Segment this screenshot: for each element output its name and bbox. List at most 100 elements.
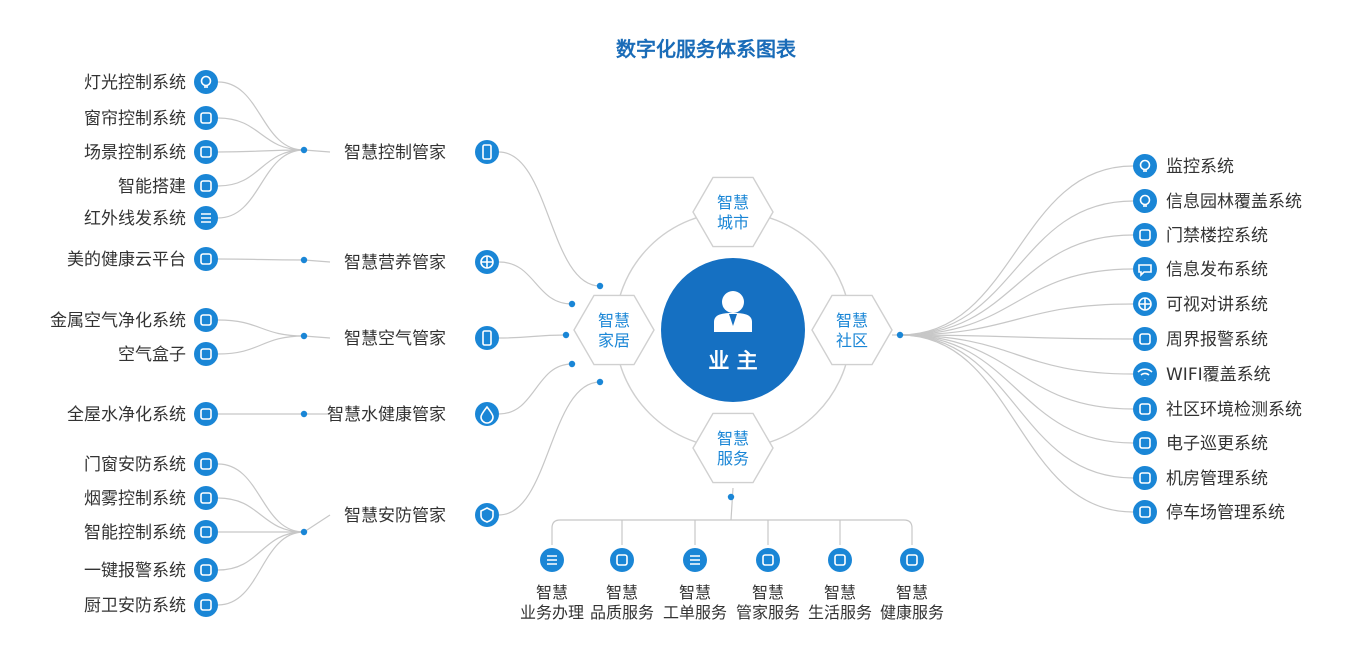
manager-2-label: 智慧空气管家: [344, 329, 446, 349]
manager-4-dot: [596, 378, 604, 386]
left-group-2-dot: [300, 332, 308, 340]
manager-3-dot: [568, 360, 576, 368]
left-system-9-label: 门窗安防系统: [84, 455, 186, 475]
manager-1-label: 智慧营养管家: [344, 253, 446, 273]
service-2-line1: 智慧: [679, 583, 711, 602]
water-drop-icon: [475, 402, 499, 426]
left-system-12-label: 一键报警系统: [84, 561, 186, 581]
left-system-6-label: 金属空气净化系统: [50, 311, 186, 331]
cloud-icon: [194, 174, 218, 198]
document-icon: [540, 548, 564, 572]
globe-icon: [1133, 292, 1157, 316]
location-icon: [1133, 189, 1157, 213]
right-system-4-label: 可视对讲系统: [1166, 295, 1268, 315]
left-system-1-label: 窗帘控制系统: [84, 109, 186, 129]
left-system-4-label: 红外线发系统: [84, 209, 186, 229]
air-purifier-icon: [194, 308, 218, 332]
hub-home-line1: 智慧: [598, 311, 630, 330]
right-system-8-label: 电子巡更系统: [1166, 434, 1268, 454]
hexagon-cluster-icon: [475, 250, 499, 274]
left-group-0-dot: [300, 146, 308, 154]
right-system-5-label: 周界报警系统: [1166, 330, 1268, 350]
left-system-8-label: 全屋水净化系统: [67, 405, 186, 425]
phone-icon: [475, 140, 499, 164]
service-2-line2: 工单服务: [663, 603, 727, 622]
right-system-1-label: 信息园林覆盖系统: [1166, 192, 1302, 212]
hub-service-hexagon: [692, 412, 774, 484]
service-4-line1: 智慧: [824, 583, 856, 602]
manager-3-label: 智慧水健康管家: [327, 405, 446, 425]
right-system-9-label: 机房管理系统: [1166, 469, 1268, 489]
manager-1-dot: [568, 300, 576, 308]
right-system-3-label: 信息发布系统: [1166, 260, 1268, 280]
right-system-0-label: 监控系统: [1166, 157, 1234, 177]
service-3-line1: 智慧: [752, 583, 784, 602]
service-junction-dot: [727, 493, 735, 501]
hub-community-line1: 智慧: [836, 311, 868, 330]
left-group-1-dot: [300, 256, 308, 264]
person-icon: [756, 548, 780, 572]
right-junction-dot: [896, 331, 904, 339]
heartbeat-icon: [900, 548, 924, 572]
hub-city-hexagon: [692, 176, 774, 248]
left-system-10-label: 烟雾控制系统: [84, 489, 186, 509]
chat-icon: [1133, 257, 1157, 281]
chip-icon: [1133, 431, 1157, 455]
parking-icon: [1133, 500, 1157, 524]
hub-service-line2: 服务: [717, 449, 749, 468]
hub-city-line2: 城市: [717, 213, 749, 232]
left-system-11-label: 智能控制系统: [84, 523, 186, 543]
diamond-icon: [610, 548, 634, 572]
right-system-6-label: WIFI覆盖系统: [1166, 365, 1271, 385]
hub-home-line2: 家居: [598, 331, 630, 350]
server-icon: [1133, 466, 1157, 490]
environment-icon: [1133, 397, 1157, 421]
smoke-detector-icon: [194, 486, 218, 510]
service-0-line1: 智慧: [536, 583, 568, 602]
service-1-line1: 智慧: [606, 583, 638, 602]
service-5-line1: 智慧: [896, 583, 928, 602]
hub-service-line1: 智慧: [717, 429, 749, 448]
hub-city-line1: 智慧: [717, 193, 749, 212]
control-box-icon: [194, 520, 218, 544]
hub-home-hexagon: [573, 294, 655, 366]
list-icon: [683, 548, 707, 572]
hub-community-hexagon: [811, 294, 893, 366]
right-system-10-label: 停车场管理系统: [1166, 503, 1285, 523]
bulb-icon: [194, 70, 218, 94]
owner-person-icon: [714, 291, 752, 332]
service-4-line2: 生活服务: [808, 603, 872, 622]
owner-label: 业 主: [708, 349, 757, 373]
shield-icon: [475, 503, 499, 527]
manager-0-label: 智慧控制管家: [344, 143, 446, 163]
alarm-icon: [194, 558, 218, 582]
connector-lines: [217, 81, 1134, 606]
service-3-line2: 管家服务: [736, 603, 800, 622]
left-system-3-label: 智能搭建: [118, 177, 186, 197]
diagram-title: 数字化服务体系图表: [616, 37, 797, 61]
left-system-5-label: 美的健康云平台: [67, 250, 186, 270]
manager-4-label: 智慧安防管家: [344, 506, 446, 526]
shower-icon: [194, 593, 218, 617]
alarm-icon: [1133, 327, 1157, 351]
service-0-line2: 业务办理: [520, 603, 584, 622]
service-5-line2: 健康服务: [880, 603, 944, 622]
water-purifier-icon: [194, 402, 218, 426]
manager-2-dot: [562, 331, 570, 339]
left-system-7-label: 空气盒子: [118, 345, 186, 365]
wifi-icon: [1133, 362, 1157, 386]
service-1-line2: 品质服务: [590, 603, 654, 622]
left-system-0-label: 灯光控制系统: [84, 73, 186, 93]
right-system-2-label: 门禁楼控系统: [1166, 226, 1268, 246]
camera-icon: [1133, 154, 1157, 178]
scene-panel-icon: [194, 140, 218, 164]
left-system-2-label: 场景控制系统: [84, 143, 186, 163]
curtain-icon: [194, 106, 218, 130]
air-device-icon: [475, 326, 499, 350]
door-access-icon: [1133, 223, 1157, 247]
manager-0-dot: [596, 282, 604, 290]
bolt-icon: [828, 548, 852, 572]
cloud-platform-icon: [194, 247, 218, 271]
infrared-icon: [194, 206, 218, 230]
